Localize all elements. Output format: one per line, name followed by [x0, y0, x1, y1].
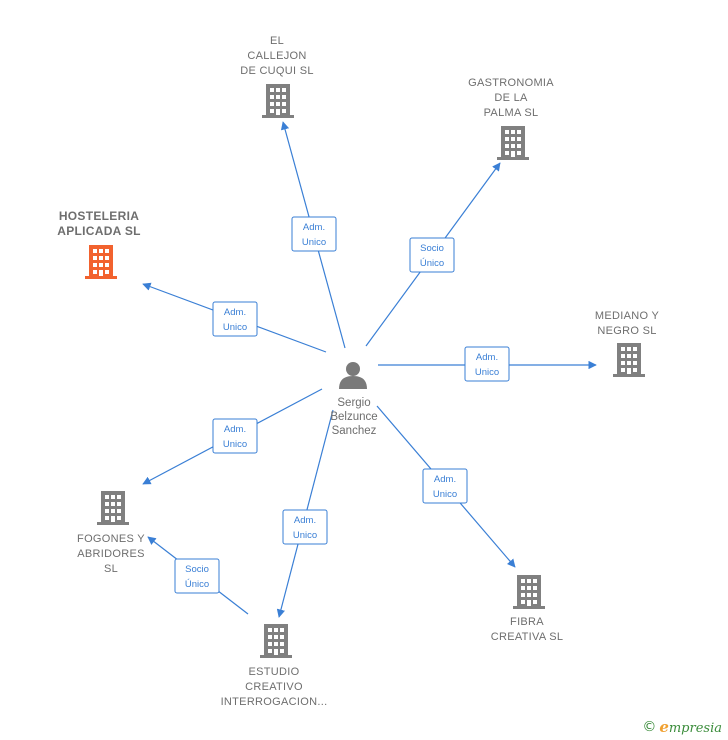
- relation-label-line: Adm.: [294, 515, 316, 526]
- person-icon: [339, 362, 367, 389]
- relation-badge-box: [174, 558, 220, 594]
- relation-badge-box: [409, 237, 455, 273]
- relation-badge-fogones[interactable]: Adm. Unico: [212, 418, 258, 454]
- company-label-line: INTERROGACION...: [221, 696, 328, 708]
- building-icon: [513, 575, 545, 609]
- relation-badge-fibra[interactable]: Adm. Unico: [422, 468, 468, 504]
- company-label-line: HOSTELERIA: [59, 209, 139, 223]
- logo-e: e: [659, 718, 669, 736]
- building-icon: [97, 491, 129, 525]
- company-label-line: GASTRONOMIA: [468, 77, 554, 89]
- relation-label-line: Unico: [223, 439, 247, 450]
- person-name-line: Sanchez: [332, 425, 377, 437]
- company-label-line: FIBRA: [510, 616, 544, 628]
- company-label-line: EL: [270, 35, 284, 47]
- company-label-line: DE LA: [494, 92, 528, 104]
- relation-label-line: Adm.: [224, 424, 246, 435]
- relation-badge-box: [464, 346, 510, 382]
- relation-label-line: Adm.: [303, 222, 325, 233]
- building-icon: [262, 84, 294, 118]
- relation-label-line: Unico: [475, 367, 499, 378]
- copyright-symbol: ©: [642, 719, 657, 735]
- relation-label-line: Único: [185, 579, 209, 590]
- company-node-gastronomia[interactable]: GASTRONOMIA DE LA PALMA SL: [468, 77, 554, 160]
- company-label-line: SL: [104, 563, 118, 575]
- company-node-fogones[interactable]: FOGONES Y ABRIDORES SL: [77, 491, 145, 575]
- relation-label-line: Adm.: [224, 307, 246, 318]
- company-node-estudio[interactable]: ESTUDIO CREATIVO INTERROGACION...: [221, 624, 328, 708]
- relation-badge-el-callejon[interactable]: Adm. Unico: [291, 216, 337, 252]
- building-icon: [260, 624, 292, 658]
- relation-label-line: Socio: [420, 243, 444, 254]
- relation-badge-box: [212, 301, 258, 337]
- company-label-line: DE CUQUI SL: [240, 65, 314, 77]
- relation-label-line: Unico: [293, 530, 317, 541]
- relation-label-line: Adm.: [434, 474, 456, 485]
- company-label-line: ESTUDIO: [249, 666, 300, 678]
- company-node-el-callejon[interactable]: EL CALLEJON DE CUQUI SL: [240, 35, 314, 118]
- company-label-line: APLICADA SL: [57, 224, 141, 238]
- company-label-line: CALLEJON: [247, 50, 306, 62]
- company-label-line: ABRIDORES: [77, 548, 145, 560]
- relation-label-line: Adm.: [476, 352, 498, 363]
- company-label-line: MEDIANO Y: [595, 310, 660, 322]
- relation-label-line: Único: [420, 258, 444, 269]
- building-icon: [613, 343, 645, 377]
- company-label-line: FOGONES Y: [77, 533, 145, 545]
- company-label-line: NEGRO SL: [597, 325, 656, 337]
- empresia-logo[interactable]: empresia: [659, 718, 722, 736]
- relation-label-line: Unico: [433, 489, 457, 500]
- person-name-line: Belzunce: [330, 411, 377, 423]
- company-label-line: CREATIVO: [245, 681, 303, 693]
- relation-label-line: Unico: [223, 322, 247, 333]
- relation-badge-mediano[interactable]: Adm. Unico: [464, 346, 510, 382]
- relation-label-line: Unico: [302, 237, 326, 248]
- company-node-fibra[interactable]: FIBRA CREATIVA SL: [491, 575, 564, 643]
- relation-badge-box: [212, 418, 258, 454]
- building-icon: [497, 126, 529, 160]
- building-icon: [85, 245, 117, 279]
- brand-footer: © empresia: [642, 718, 722, 736]
- company-label-line: PALMA SL: [484, 107, 539, 119]
- company-node-mediano[interactable]: MEDIANO Y NEGRO SL: [595, 310, 660, 377]
- relation-badge-estudio[interactable]: Adm. Unico: [282, 509, 328, 545]
- relation-badge-box: [291, 216, 337, 252]
- logo-text: mpresia: [668, 721, 722, 736]
- relation-badge-box: [282, 509, 328, 545]
- company-label-line: CREATIVA SL: [491, 631, 564, 643]
- person-name-line: Sergio: [337, 397, 370, 409]
- relation-badge-box: [422, 468, 468, 504]
- relation-badge-hosteleria[interactable]: Adm. Unico: [212, 301, 258, 337]
- relation-label-line: Socio: [185, 564, 209, 575]
